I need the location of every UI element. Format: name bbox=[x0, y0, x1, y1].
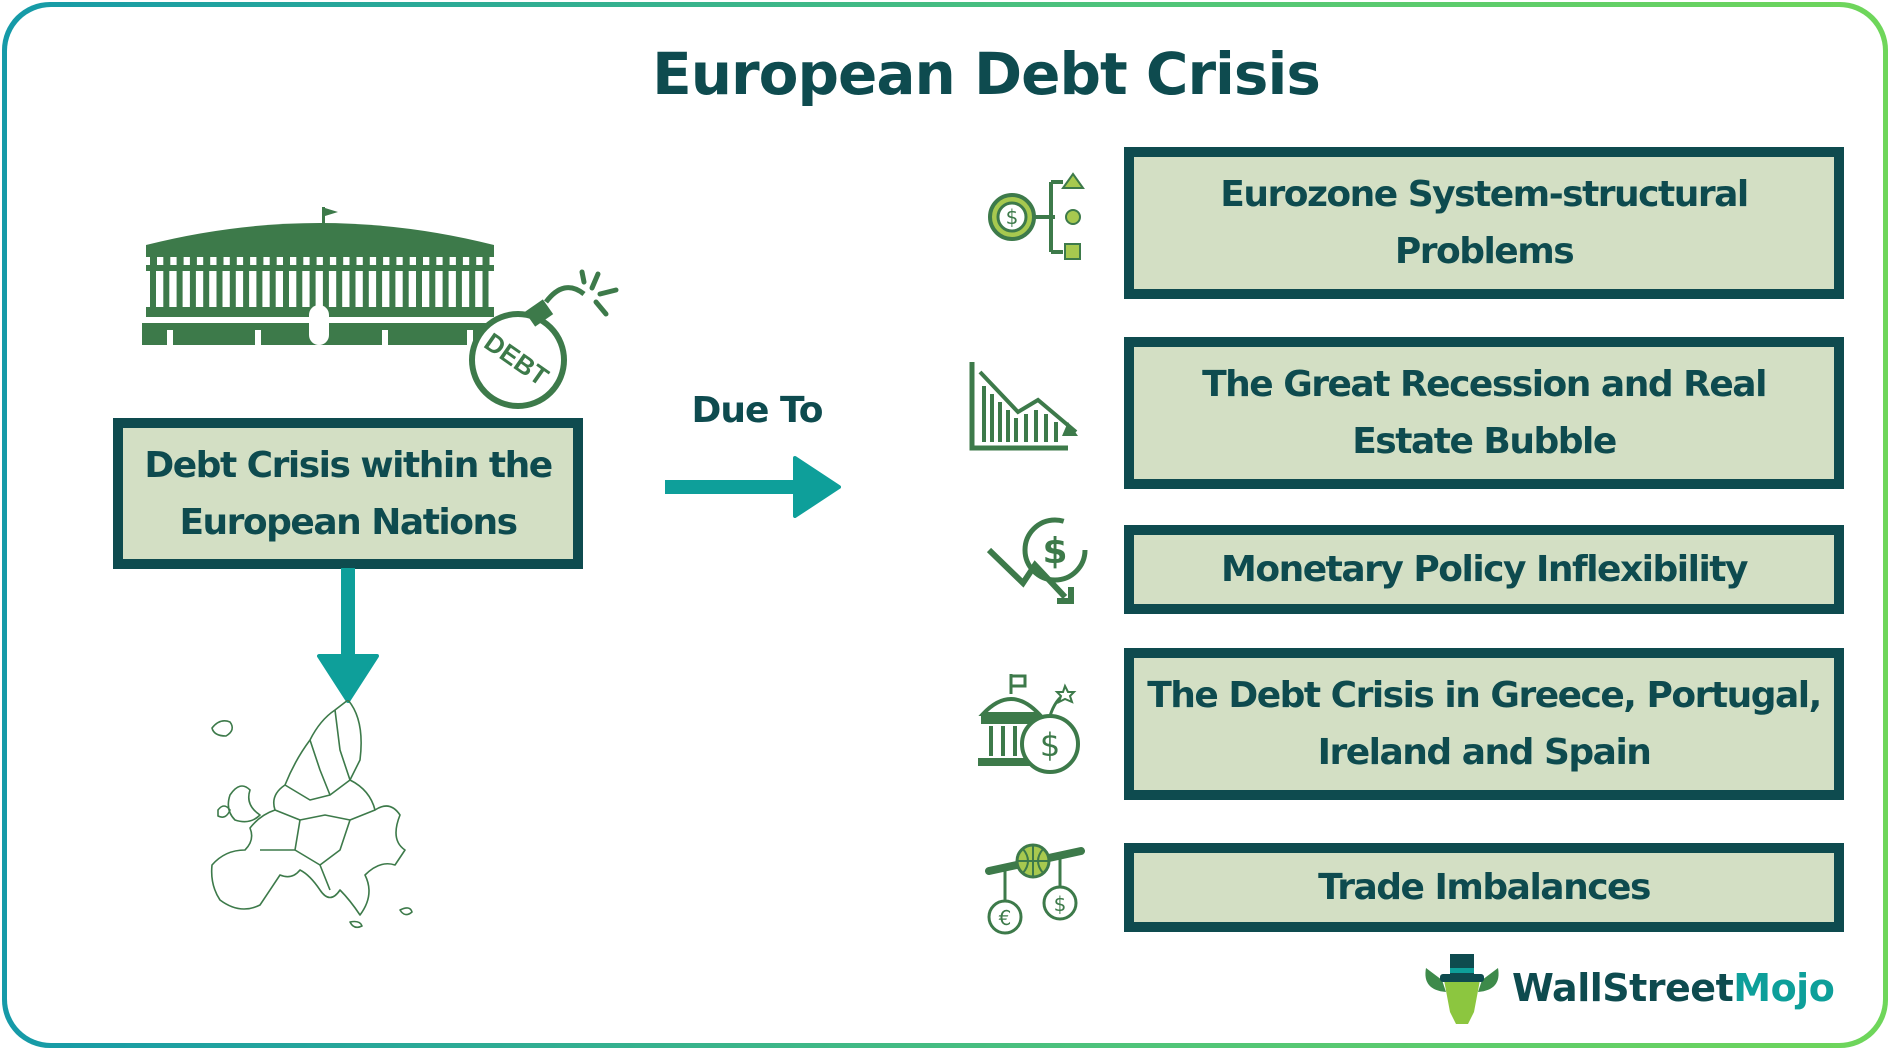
europe-map-icon bbox=[210, 700, 413, 929]
cause-label: The Debt Crisis in Greece, Portugal, Ire… bbox=[1147, 675, 1822, 773]
parliament-window bbox=[455, 257, 463, 265]
page-title: European Debt Crisis bbox=[652, 40, 1321, 108]
parliament-column bbox=[429, 271, 436, 307]
down-arrow bbox=[317, 568, 379, 703]
parliament-column bbox=[362, 271, 369, 307]
parliament-window bbox=[376, 257, 384, 265]
svg-text:$: $ bbox=[1040, 726, 1060, 764]
dollar-structure-icon: $ bbox=[988, 172, 1085, 260]
main-topic-label: Debt Crisis within the European Nations bbox=[144, 444, 553, 543]
parliament-window bbox=[482, 257, 490, 265]
bull-mascot-icon bbox=[1425, 954, 1499, 1024]
debt-bomb-icon: DEBT bbox=[469, 269, 619, 409]
parliament-window bbox=[349, 257, 357, 265]
parliament-column bbox=[163, 271, 170, 307]
due-to-label: Due To bbox=[691, 390, 824, 431]
parliament-column bbox=[216, 271, 223, 307]
svg-text:$: $ bbox=[1006, 205, 1019, 229]
parliament-window bbox=[216, 257, 224, 265]
parliament-window bbox=[296, 257, 304, 265]
parliament-column bbox=[243, 271, 250, 307]
bank-bomb-icon: $ bbox=[978, 674, 1080, 774]
parliament-window bbox=[309, 257, 317, 265]
parliament-window bbox=[229, 257, 237, 265]
cause-label: The Great Recession and Real Estate Bubb… bbox=[1202, 364, 1767, 462]
cause-box-trade-imbalances: Trade Imbalances bbox=[1124, 843, 1844, 932]
brand-part2: Mojo bbox=[1733, 966, 1835, 1010]
parliament-column bbox=[416, 271, 422, 307]
parliament-column bbox=[256, 271, 263, 307]
parliament-window bbox=[283, 257, 290, 265]
svg-text:$: $ bbox=[1042, 531, 1067, 572]
parliament-window bbox=[336, 257, 344, 265]
parliament-window bbox=[163, 257, 171, 265]
cause-label: Eurozone System-structural Problems bbox=[1220, 174, 1749, 272]
parliament-column bbox=[296, 271, 303, 307]
parliament-column bbox=[482, 271, 489, 307]
parliament-column bbox=[469, 271, 476, 307]
parliament-column bbox=[322, 271, 329, 307]
declining-bar-chart-icon bbox=[969, 362, 1078, 451]
parliament-window bbox=[189, 257, 197, 265]
parliament-window bbox=[429, 257, 437, 265]
parliament-column bbox=[349, 271, 356, 307]
parliament-column bbox=[389, 271, 396, 307]
wallstreetmojo-logo: WallStreetMojo bbox=[1422, 950, 1835, 1026]
parliament-column bbox=[336, 271, 343, 307]
globe-currency-scale-icon: € $ bbox=[985, 843, 1085, 935]
parliament-window bbox=[322, 257, 330, 265]
parliament-column bbox=[269, 271, 276, 307]
cause-label: Trade Imbalances bbox=[1318, 867, 1651, 908]
parliament-window bbox=[256, 257, 264, 265]
cause-box-great-recession: The Great Recession and Real Estate Bubb… bbox=[1124, 337, 1844, 489]
brand-part1: WallStreet bbox=[1512, 966, 1734, 1010]
cause-box-monetary-policy: Monetary Policy Inflexibility bbox=[1124, 525, 1844, 614]
brand-wordmark: WallStreetMojo bbox=[1512, 966, 1835, 1010]
parliament-window bbox=[362, 257, 370, 265]
parliament-window bbox=[442, 257, 450, 265]
svg-text:$: $ bbox=[1054, 892, 1067, 916]
parliament-column bbox=[283, 271, 289, 307]
parliament-column bbox=[229, 271, 236, 307]
cause-label: Monetary Policy Inflexibility bbox=[1221, 549, 1748, 590]
parliament-window bbox=[469, 257, 477, 265]
parliament-column bbox=[203, 271, 210, 307]
parliament-window bbox=[416, 257, 423, 265]
dollar-down-arrow-icon: $ bbox=[986, 517, 1088, 604]
parliament-column bbox=[376, 271, 383, 307]
parliament-window bbox=[389, 257, 397, 265]
parliament-column bbox=[150, 271, 156, 307]
parliament-window bbox=[269, 257, 277, 265]
parliament-window bbox=[176, 257, 184, 265]
parliament-column bbox=[176, 271, 183, 307]
parliament-column bbox=[442, 271, 449, 307]
cause-box-eurozone: Eurozone System-structural Problems bbox=[1124, 147, 1844, 299]
parliament-column bbox=[189, 271, 196, 307]
parliament-column bbox=[309, 271, 316, 307]
cause-box-piis-debt: The Debt Crisis in Greece, Portugal, Ire… bbox=[1124, 648, 1844, 800]
parliament-window bbox=[243, 257, 251, 265]
parliament-window bbox=[203, 257, 211, 265]
svg-text:€: € bbox=[999, 906, 1012, 930]
parliament-column bbox=[402, 271, 409, 307]
parliament-building-icon bbox=[142, 207, 498, 345]
right-arrow bbox=[665, 456, 841, 518]
main-topic-box: Debt Crisis within the European Nations bbox=[113, 418, 583, 569]
parliament-window bbox=[402, 257, 410, 265]
parliament-window bbox=[150, 257, 157, 265]
parliament-column bbox=[455, 271, 462, 307]
